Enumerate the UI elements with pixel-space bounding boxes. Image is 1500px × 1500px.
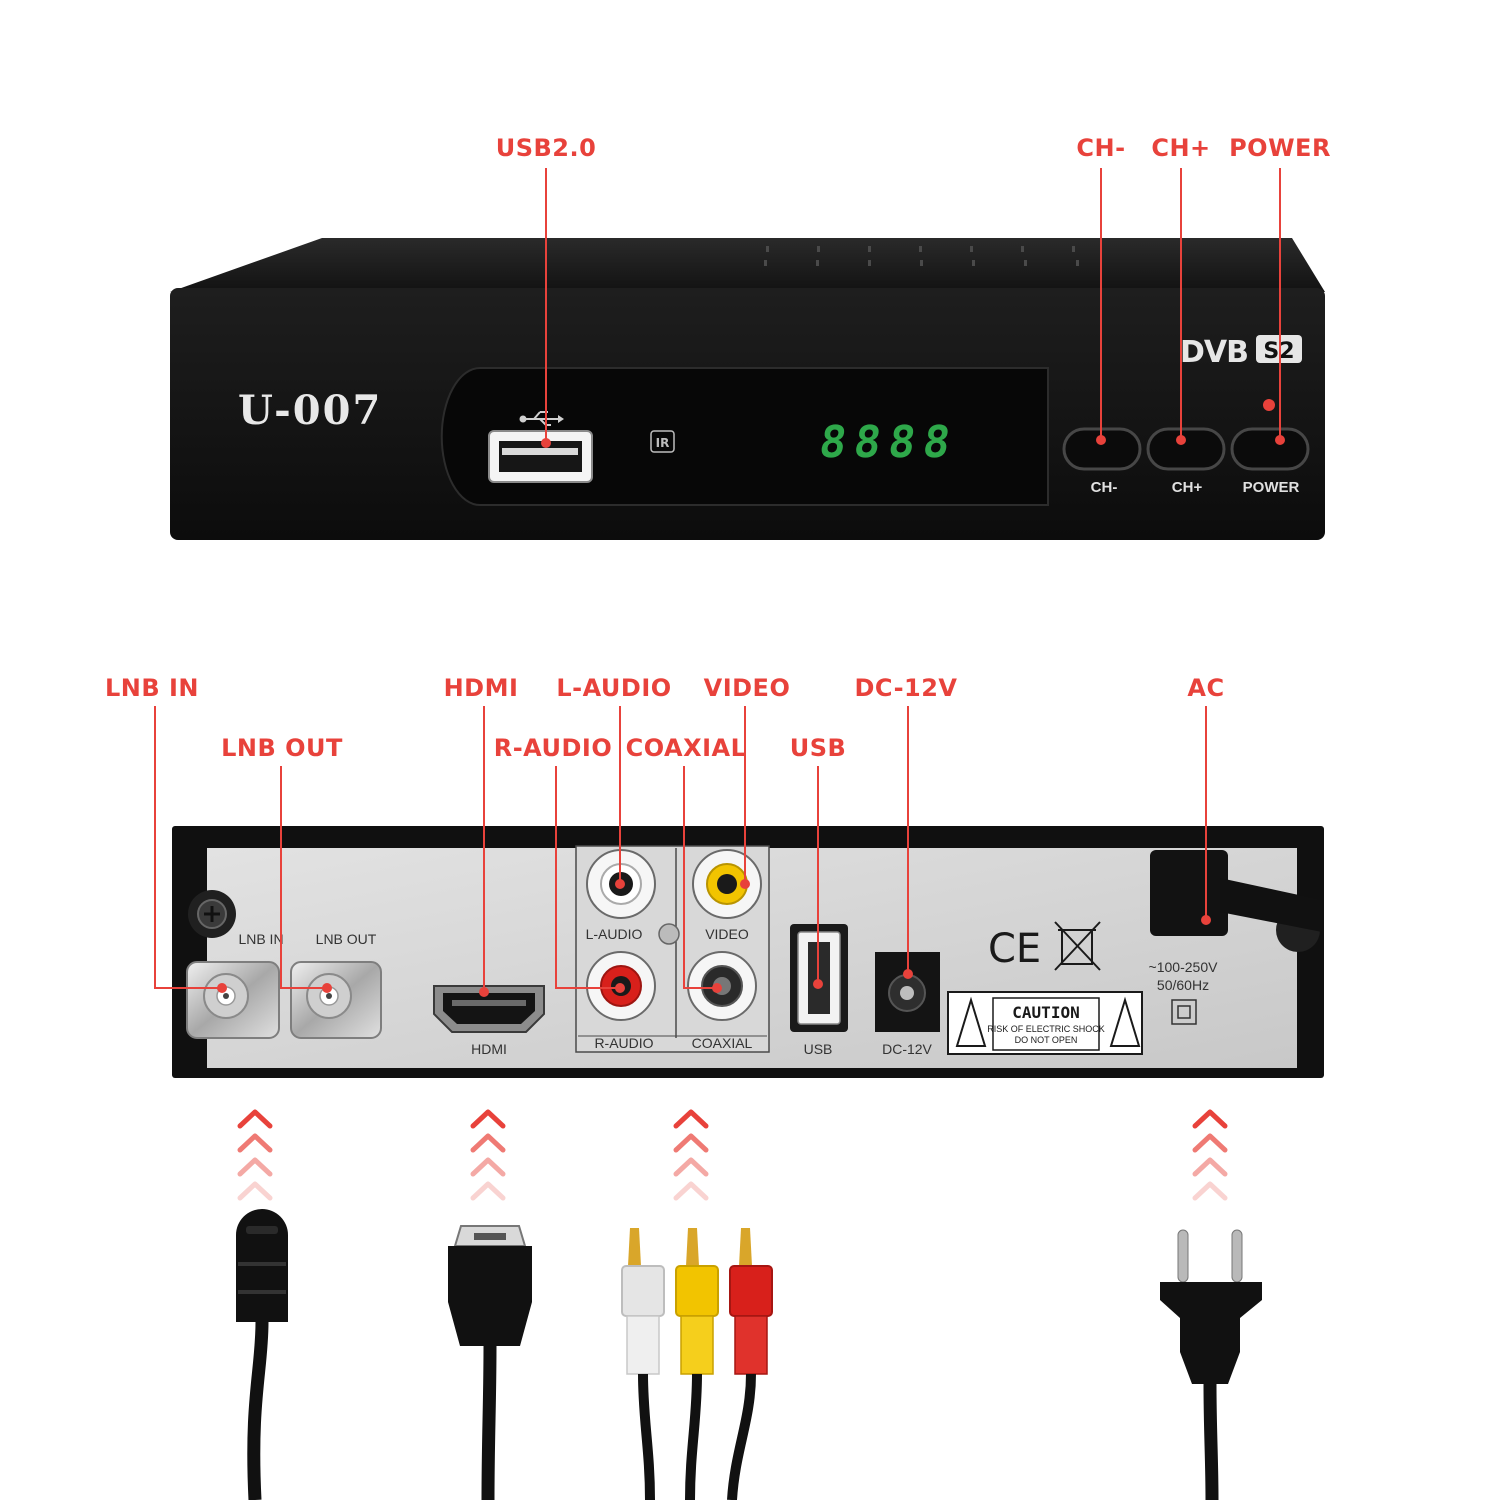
power-indicator-led xyxy=(1263,399,1275,411)
power-button[interactable]: POWER xyxy=(1230,427,1310,496)
voltage-rating: ~100-250V xyxy=(1149,959,1219,975)
chevron-up-icon xyxy=(237,1109,273,1201)
rear-usb-port-label: USB xyxy=(804,1041,833,1057)
lnb-coax-connector-icon xyxy=(236,1209,288,1500)
lnb-in-port-label: LNB IN xyxy=(238,931,283,947)
callout-usb: USB xyxy=(789,734,847,762)
svg-text:CH-: CH- xyxy=(1091,479,1118,496)
brand-logo: U-007 xyxy=(238,387,382,434)
callout-coaxial: COAXIAL xyxy=(625,734,747,762)
callout-lnb-in: LNB IN xyxy=(104,674,200,702)
callout-power: POWER xyxy=(1229,134,1331,162)
svg-text:CAUTION: CAUTION xyxy=(1012,1003,1079,1022)
svg-text:DO NOT OPEN: DO NOT OPEN xyxy=(1015,1035,1078,1045)
callout-ac: AC xyxy=(1187,674,1225,702)
chevron-up-icon xyxy=(470,1109,506,1201)
svg-text:DVB: DVB xyxy=(1180,335,1248,370)
svg-text:POWER: POWER xyxy=(1243,479,1300,496)
callout-lnb-out: LNB OUT xyxy=(221,734,343,762)
vent-slots xyxy=(764,246,1079,266)
callout-r-audio: R-AUDIO xyxy=(493,734,613,762)
callout-l-audio: L-AUDIO xyxy=(556,674,672,702)
eu-power-plug-icon xyxy=(1160,1229,1262,1500)
lnb-out-port-label: LNB OUT xyxy=(316,931,377,947)
chevron-up-icon xyxy=(1192,1109,1228,1201)
connection-chevrons xyxy=(237,1109,1228,1201)
video-port-label: VIDEO xyxy=(705,926,749,942)
lnb-in-port[interactable] xyxy=(186,961,280,1039)
hdmi-port-label: HDMI xyxy=(471,1041,507,1057)
rear-leader-lines xyxy=(154,706,1211,997)
coaxial-port[interactable] xyxy=(687,951,757,1021)
front-usb-port[interactable] xyxy=(488,430,593,483)
ce-mark-icon: CE xyxy=(988,926,1041,972)
callout-dc-12v: DC-12V xyxy=(854,674,958,702)
ir-receiver-icon: IR xyxy=(650,430,675,453)
ch-plus-button[interactable]: CH+ xyxy=(1146,427,1226,496)
ac-power-cord[interactable] xyxy=(1150,850,1322,936)
callout-video: VIDEO xyxy=(703,674,791,702)
callout-ch-minus: CH- xyxy=(1076,134,1126,162)
rca-av-cable-icon xyxy=(621,1228,773,1500)
svg-text:CH+: CH+ xyxy=(1172,479,1203,496)
weee-bin-icon xyxy=(1054,921,1101,971)
hdmi-port[interactable] xyxy=(433,985,545,1033)
receiver-rear-view: LNB IN LNB OUT HDMI xyxy=(172,826,1324,1078)
double-insulation-icon xyxy=(1171,999,1197,1025)
frequency-rating: 50/60Hz xyxy=(1157,977,1209,993)
chevron-up-icon xyxy=(673,1109,709,1201)
video-port[interactable] xyxy=(692,849,762,919)
callout-hdmi: HDMI xyxy=(443,674,519,702)
rear-screw xyxy=(188,890,236,938)
svg-text:IR: IR xyxy=(656,436,670,450)
dc-12v-jack-label: DC-12V xyxy=(882,1041,932,1057)
svg-text:RISK OF ELECTRIC SHOCK: RISK OF ELECTRIC SHOCK xyxy=(987,1024,1105,1034)
caution-label: CAUTION RISK OF ELECTRIC SHOCK DO NOT OP… xyxy=(947,991,1143,1055)
coaxial-port-label: COAXIAL xyxy=(692,1035,753,1051)
led-display: 8888 xyxy=(816,417,961,468)
receiver-front-view: U-007 IR 8888 DVB S2 C xyxy=(170,238,1325,540)
r-audio-port-label: R-AUDIO xyxy=(594,1035,653,1051)
lnb-out-port[interactable] xyxy=(290,961,382,1039)
hdmi-plug-icon xyxy=(448,1225,532,1500)
callout-ch-plus: CH+ xyxy=(1151,134,1211,162)
front-leader-lines xyxy=(541,168,1285,448)
l-audio-port-label: L-AUDIO xyxy=(586,926,643,942)
callout-usb2: USB2.0 xyxy=(495,134,597,162)
